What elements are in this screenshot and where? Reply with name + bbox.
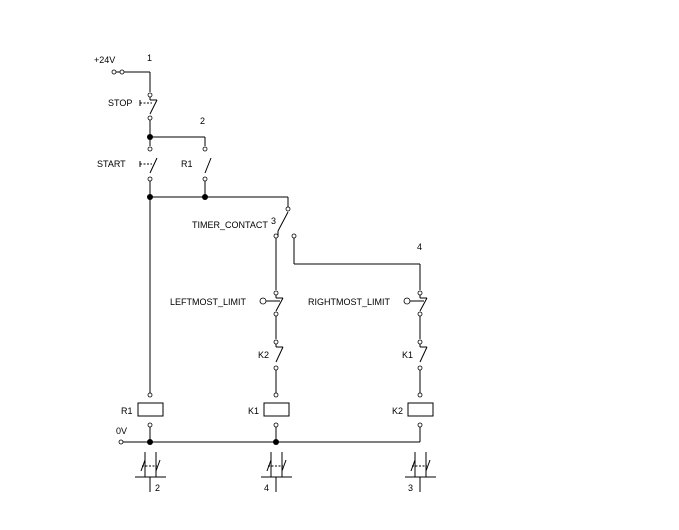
node-2-label: 2 [200,116,205,126]
timer-contact: TIMER_CONTACT 3 [192,197,297,242]
rightmost-limit-label: RIGHTMOST_LIMIT [308,297,391,307]
start-label: START [97,159,126,169]
r1-xref-number: 2 [155,483,160,493]
supply-label: +24V [94,55,115,65]
limit-actuator-icon [403,297,411,305]
junction-dot [147,439,153,445]
k1-coil-label: K1 [248,406,259,416]
k2-coil [407,402,434,417]
r1-contact-label: R1 [181,159,193,169]
k1-coil [263,402,290,417]
k2-contact-xref: 3 [405,452,436,493]
node-1-label: 1 [147,53,152,63]
k1-contact-label: K1 [402,350,413,360]
r1-coil-label: R1 [121,406,133,416]
leftmost-limit-switch: LEFTMOST_LIMIT [170,290,284,317]
rightmost-limit-switch: RIGHTMOST_LIMIT [308,290,428,317]
supply-terminal: +24V [94,55,150,75]
k2-contact-label: K2 [258,350,269,360]
node-3-label: 3 [271,216,276,226]
ground-terminal: 0V [116,426,420,445]
stop-label: STOP [108,98,132,108]
start-pushbutton: START [97,146,158,182]
k1-contact-xref: 4 [261,452,292,493]
ground-label: 0V [116,426,127,436]
r1-contact-xref: 2 [135,452,166,493]
supply-terminal-circle [111,69,117,75]
r1-coil [137,402,164,417]
k2-coil-label: K2 [392,406,403,416]
k1-interlock-contact: K1 [402,339,428,371]
node-4-label: 4 [417,242,422,252]
leftmost-limit-label: LEFTMOST_LIMIT [170,297,247,307]
junction-dot [273,439,279,445]
stop-pushbutton: STOP [108,92,158,121]
r1-contact: R1 [181,146,212,182]
k2-xref-number: 3 [408,483,413,493]
timer-contact-label: TIMER_CONTACT [192,220,268,230]
k2-interlock-contact: K2 [258,339,284,371]
k1-xref-number: 4 [264,483,269,493]
limit-actuator-icon [259,297,267,305]
